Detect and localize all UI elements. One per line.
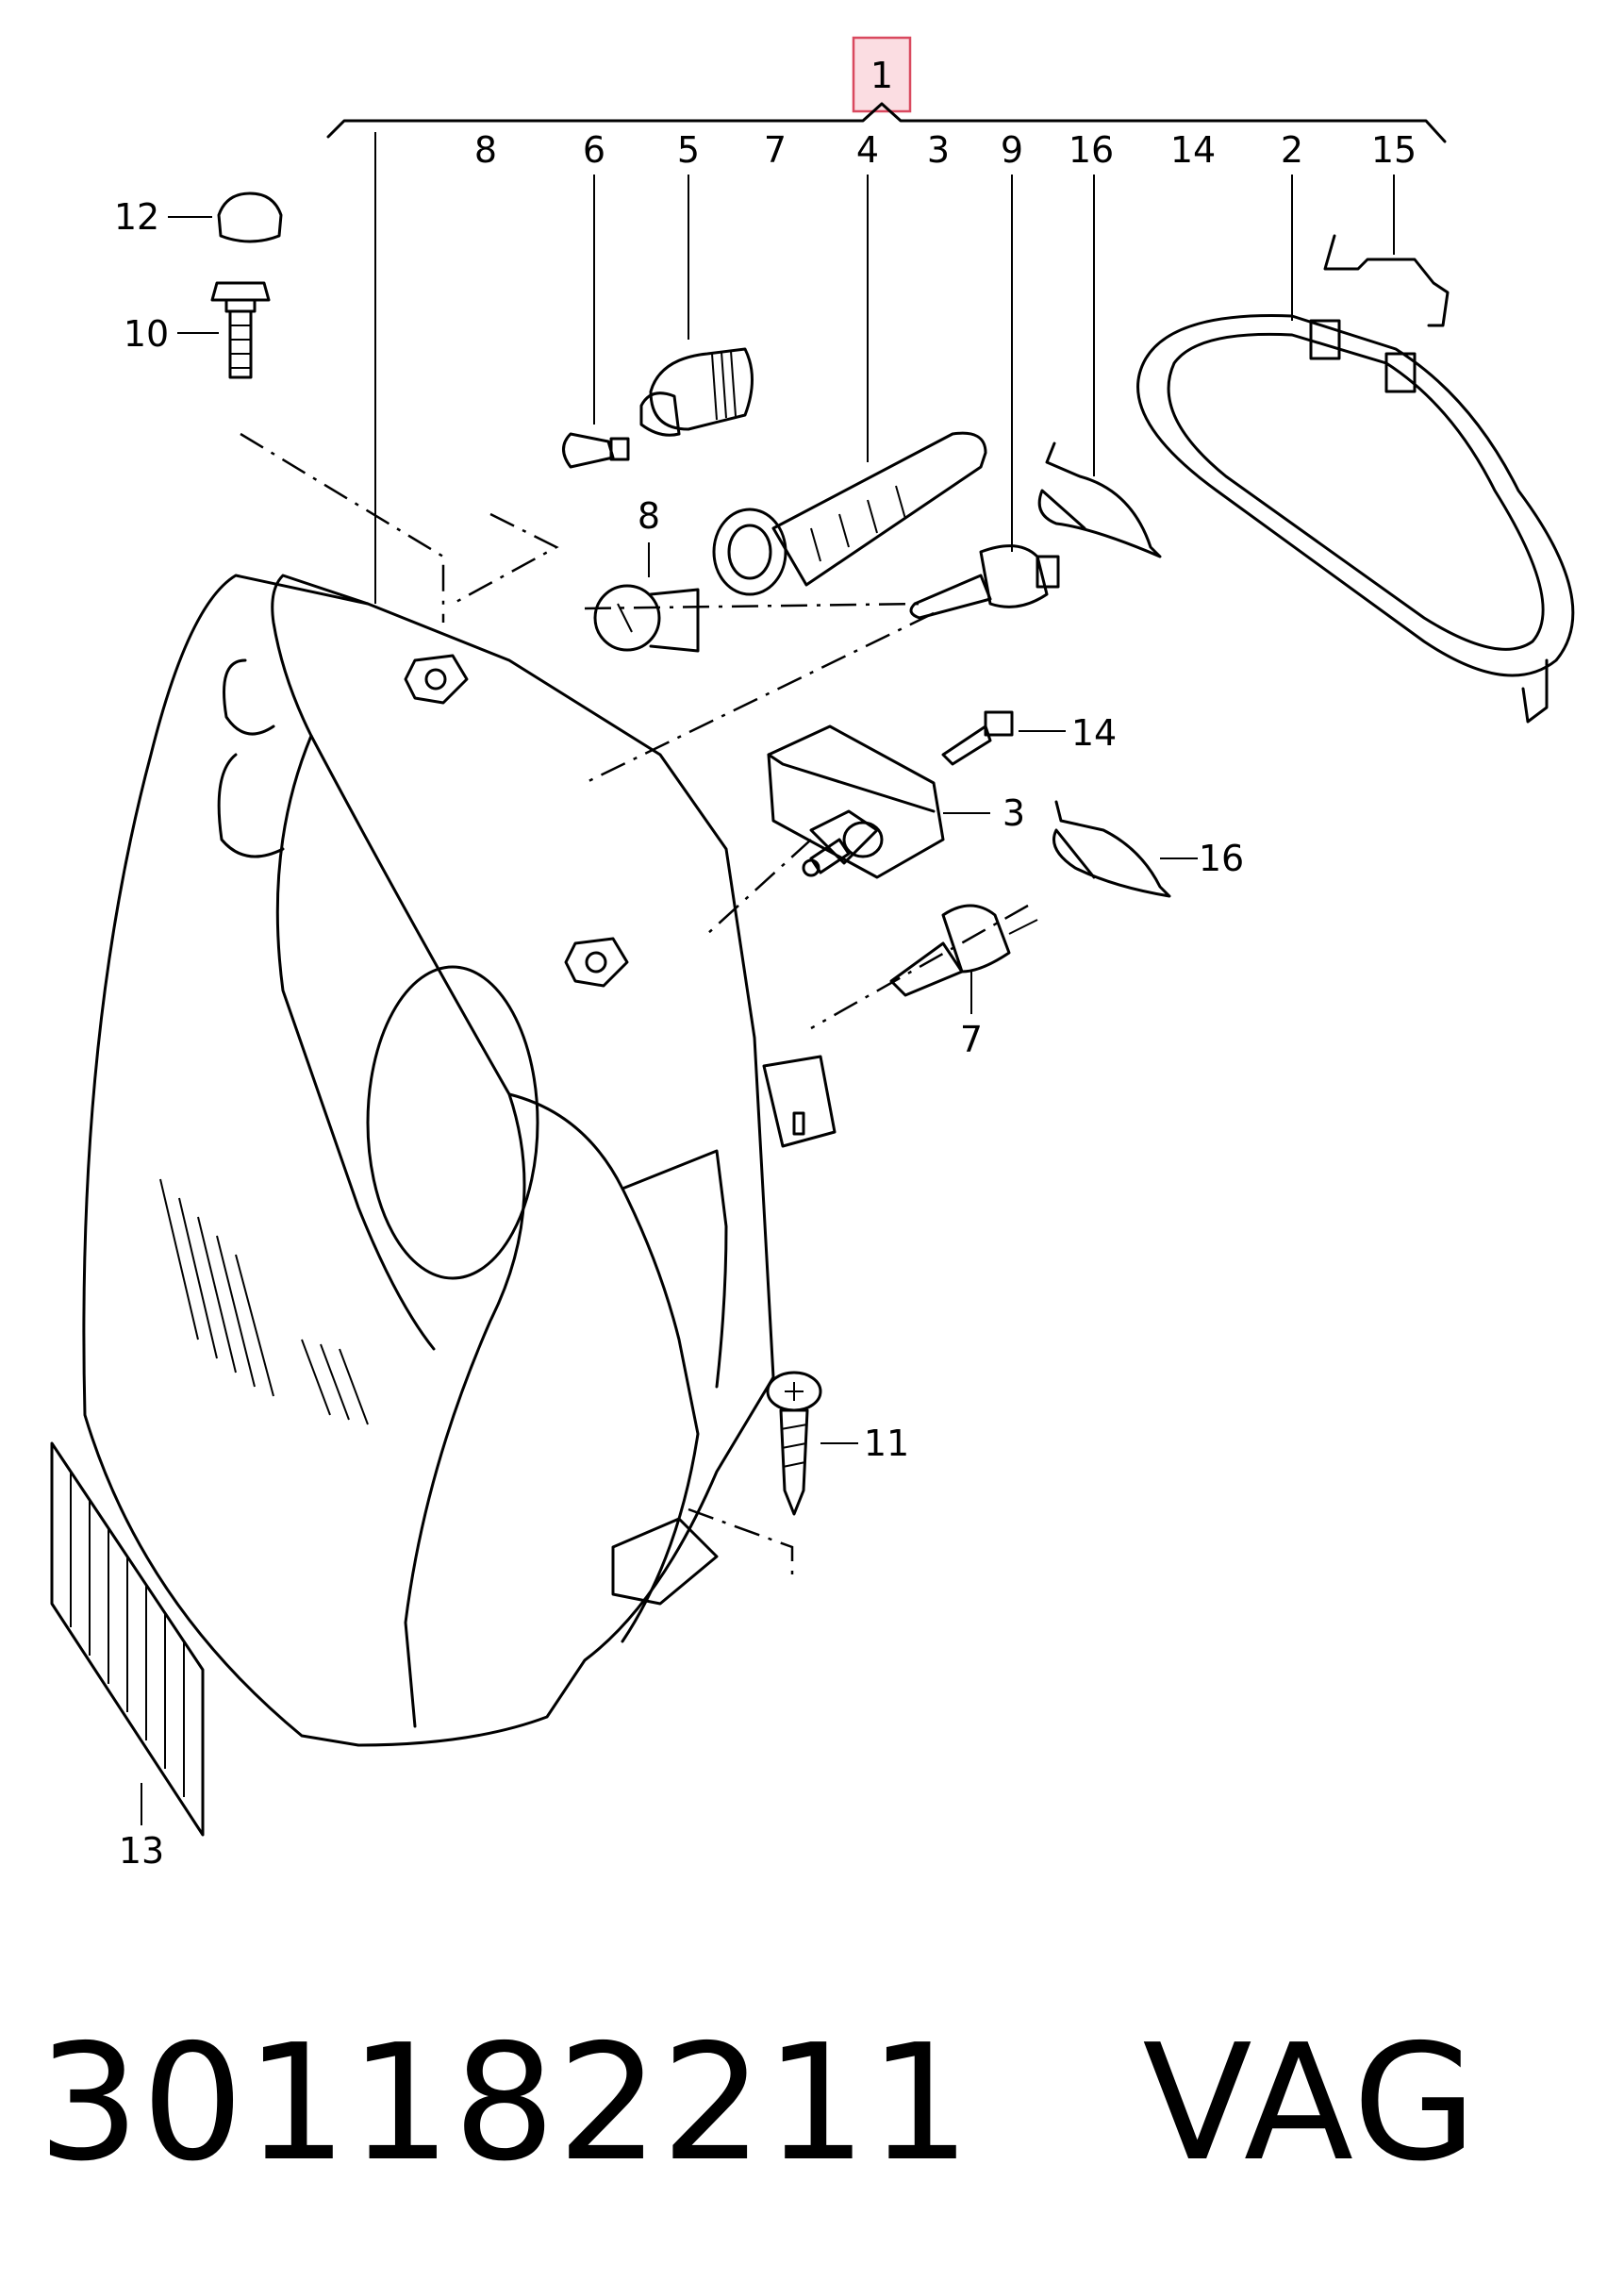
brand-name: VAG [1142, 2010, 1479, 2197]
callout-top-14[interactable]: 14 [1170, 129, 1216, 171]
part-number: 301182211 [38, 2010, 973, 2197]
mounting-nut-lower[interactable] [564, 937, 629, 988]
adjusting-motor-part-3[interactable] [767, 724, 945, 879]
small-bulb-part-6[interactable] [562, 432, 630, 469]
callout-top-16[interactable]: 16 [1069, 129, 1114, 171]
cap-part-12[interactable] [217, 191, 283, 243]
callout-1[interactable]: 1 [870, 55, 893, 96]
callout-3[interactable]: 3 [1003, 792, 1025, 834]
callout-11[interactable]: 11 [864, 1423, 909, 1464]
callout-top-8[interactable]: 8 [474, 129, 497, 171]
callout-top-2[interactable]: 2 [1281, 129, 1303, 171]
bolt-part-10[interactable] [210, 281, 271, 379]
main-callout-highlight[interactable] [852, 36, 912, 113]
assembly-lines [240, 432, 1029, 1575]
reflector-part-13[interactable] [50, 1441, 205, 1837]
callout-top-4[interactable]: 4 [856, 129, 879, 171]
callout-top-5[interactable]: 5 [677, 129, 700, 171]
mounting-nut-upper[interactable] [404, 654, 469, 705]
footer: 301182211 VAG [38, 2009, 1479, 2198]
leader-lines [374, 132, 1395, 604]
spring-clip-part-16-lower[interactable] [1052, 800, 1171, 898]
h7-bulb-part-9[interactable] [909, 544, 1060, 620]
indicator-bulb-part-8[interactable] [593, 584, 700, 653]
h1-bulb-part-7[interactable] [889, 904, 1038, 997]
screw-part-14[interactable] [941, 710, 1014, 766]
assembly-bracket [326, 102, 1447, 143]
top-row-callouts: 8 6 5 7 4 3 9 16 14 2 15 [474, 129, 1417, 171]
cover-gasket-part-2[interactable] [1136, 314, 1575, 724]
bulb-socket-part-5[interactable] [639, 347, 754, 437]
callout-top-3[interactable]: 3 [927, 129, 950, 171]
callout-top-7[interactable]: 7 [764, 129, 787, 171]
callout-8[interactable]: 8 [638, 495, 660, 537]
callout-16[interactable]: 16 [1199, 838, 1244, 879]
callout-top-9[interactable]: 9 [1001, 129, 1023, 171]
callout-10[interactable]: 10 [124, 313, 169, 355]
callout-13[interactable]: 13 [119, 1830, 164, 1872]
callout-12[interactable]: 12 [114, 196, 159, 238]
headlight-housing[interactable] [82, 574, 837, 1747]
callout-top-15[interactable]: 15 [1371, 129, 1417, 171]
screw-part-11[interactable] [766, 1371, 822, 1516]
callout-top-6[interactable]: 6 [583, 129, 605, 171]
spring-clip-part-16-top[interactable] [1037, 441, 1162, 558]
callout-7[interactable]: 7 [960, 1019, 983, 1060]
clip-part-15[interactable] [1323, 234, 1450, 327]
bulb-holder-part-4[interactable] [712, 431, 987, 596]
callout-14[interactable]: 14 [1071, 712, 1117, 754]
